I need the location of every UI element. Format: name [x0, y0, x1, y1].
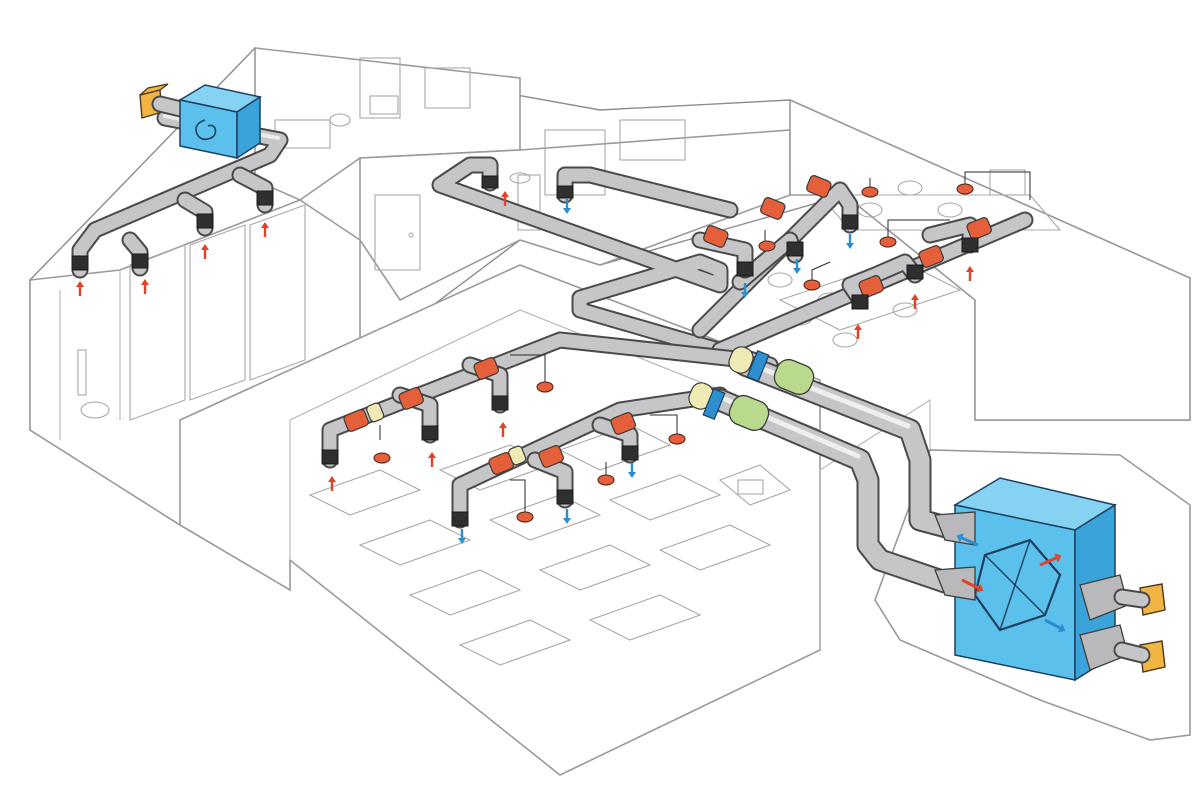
roof-hood-top — [139, 83, 169, 96]
extract-grille — [481, 175, 499, 189]
silencer-green — [728, 394, 770, 432]
supply-airflow-arrow — [741, 283, 749, 298]
extract-grille — [851, 294, 869, 310]
fan-box-side — [236, 95, 261, 160]
extract-airflow-arrow — [141, 279, 149, 294]
extract-airflow-arrow — [76, 281, 84, 296]
ahu-extract-arrow-head — [975, 583, 984, 593]
supply-diffuser — [556, 489, 574, 505]
ahu-extract-arrow — [961, 578, 979, 590]
supply-diffuser — [556, 185, 574, 199]
supply-diffuser — [451, 511, 469, 527]
extract-grille — [961, 237, 979, 253]
ahu-intake-arrow — [1044, 618, 1061, 630]
extract-airflow-arrow — [328, 476, 336, 491]
canteen-room-wall — [789, 98, 1191, 421]
supply-airflow-arrow — [793, 259, 801, 274]
extract-fan-unit — [139, 83, 262, 160]
toilet-stalls — [77, 204, 306, 421]
door — [374, 194, 421, 271]
extract-airflow-arrow — [854, 324, 862, 339]
extract-airflow-arrow — [201, 244, 209, 259]
extract-grille — [256, 190, 274, 206]
extract-airflow-arrow — [501, 191, 509, 206]
fan-icon — [195, 119, 217, 141]
classroom-room-wall — [179, 264, 821, 776]
branch-dampers — [343, 175, 992, 475]
extract-airflow-arrow — [261, 222, 269, 237]
building-shell — [29, 47, 1191, 776]
extract-grille — [71, 255, 89, 271]
extract-airflow-arrow — [966, 266, 974, 281]
airflow-arrows — [76, 191, 1066, 633]
ahu-supply-arrow-head — [956, 533, 965, 543]
ahu-intake-arrow-head — [1057, 623, 1066, 633]
extract-grille — [131, 253, 149, 269]
extract-grille — [321, 449, 339, 465]
supply-airflow-arrow — [846, 234, 854, 249]
supply-diffuser — [786, 241, 804, 257]
ahu-exhaust-arrow — [1039, 556, 1057, 567]
supply-airflow-arrow — [563, 509, 571, 524]
ahu-supply-arrow — [961, 536, 979, 547]
supply-diffuser — [841, 214, 859, 230]
damper-blue — [746, 349, 770, 383]
ahu-exhaust-arrow-head — [1053, 553, 1062, 563]
air-handling-unit — [934, 477, 1166, 682]
supply-diffuser — [736, 261, 754, 277]
canteen-furniture — [767, 169, 1062, 348]
classroom-floor-edge — [289, 309, 821, 560]
duct-terminals — [71, 175, 979, 527]
extract-grille — [491, 395, 509, 411]
silencer-yellow — [728, 346, 754, 374]
extract-grille — [906, 264, 924, 280]
extract-grille — [196, 213, 214, 229]
corridor-furniture — [509, 119, 686, 231]
door-handle — [408, 232, 414, 238]
main-trunk-fittings — [688, 346, 815, 432]
supply-diffuser — [621, 445, 639, 461]
supply-airflow-arrow — [458, 529, 466, 544]
sensor-disks — [373, 171, 1031, 523]
extract-airflow-arrow — [499, 422, 507, 437]
extract-grille — [421, 425, 439, 441]
supply-airflow-arrow — [628, 463, 636, 478]
extract-airflow-arrow — [911, 294, 919, 309]
supply-connection — [934, 566, 976, 601]
office-furniture — [274, 57, 471, 149]
supply-airflow-arrow — [563, 199, 571, 214]
silencer-green — [773, 358, 815, 396]
extract-airflow-arrow — [428, 452, 436, 467]
damper-blue — [702, 387, 726, 421]
